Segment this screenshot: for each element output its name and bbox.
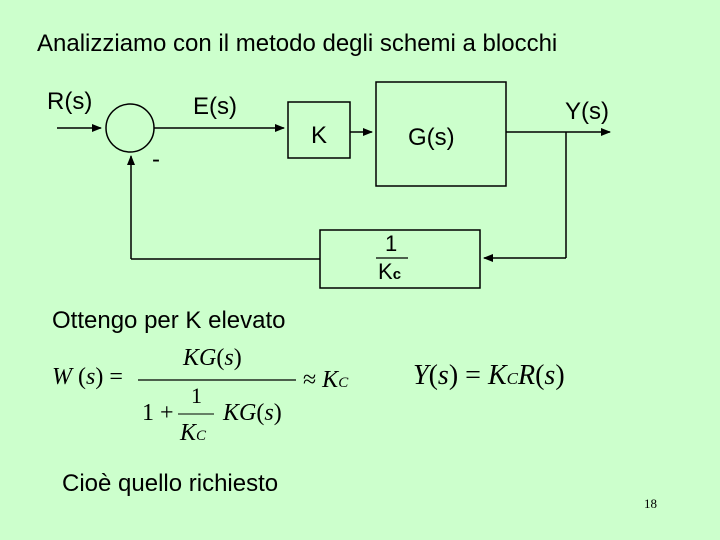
feedback-numerator: 1 [385, 231, 398, 256]
formula1-approx: ≈ KC [303, 367, 349, 393]
minus-sign: - [152, 146, 160, 173]
slide-title: Analizziamo con il metodo degli schemi a… [37, 30, 558, 57]
output-label: Y(s) [565, 98, 609, 125]
formula1-lhs: W [52, 364, 72, 390]
plant-block [375, 81, 507, 187]
conclusion-text: Cioè quello richiesto [62, 470, 279, 497]
formula1-den-one: 1 [191, 383, 202, 408]
formula1-lhs-args: (s) = [78, 364, 123, 390]
gain-block [287, 101, 351, 159]
formula1-numerator: KG(s) [183, 345, 242, 371]
high-gain-text: Ottengo per K elevato [52, 307, 286, 334]
error-label: E(s) [193, 93, 237, 120]
gain-label: K [311, 122, 328, 149]
feedback-denominator: Kc [378, 259, 402, 284]
input-label: R(s) [47, 88, 93, 115]
formula2: Y(s) = KCR(s) [413, 360, 565, 391]
plant-label: G(s) [408, 124, 455, 151]
summing-junction [105, 103, 155, 153]
formula1-den-kc: KC [180, 420, 207, 446]
formula1-den-kg: KG(s) [223, 400, 282, 426]
page-number: 18 [644, 496, 657, 511]
formula1-den-plus: 1 + [142, 400, 174, 426]
